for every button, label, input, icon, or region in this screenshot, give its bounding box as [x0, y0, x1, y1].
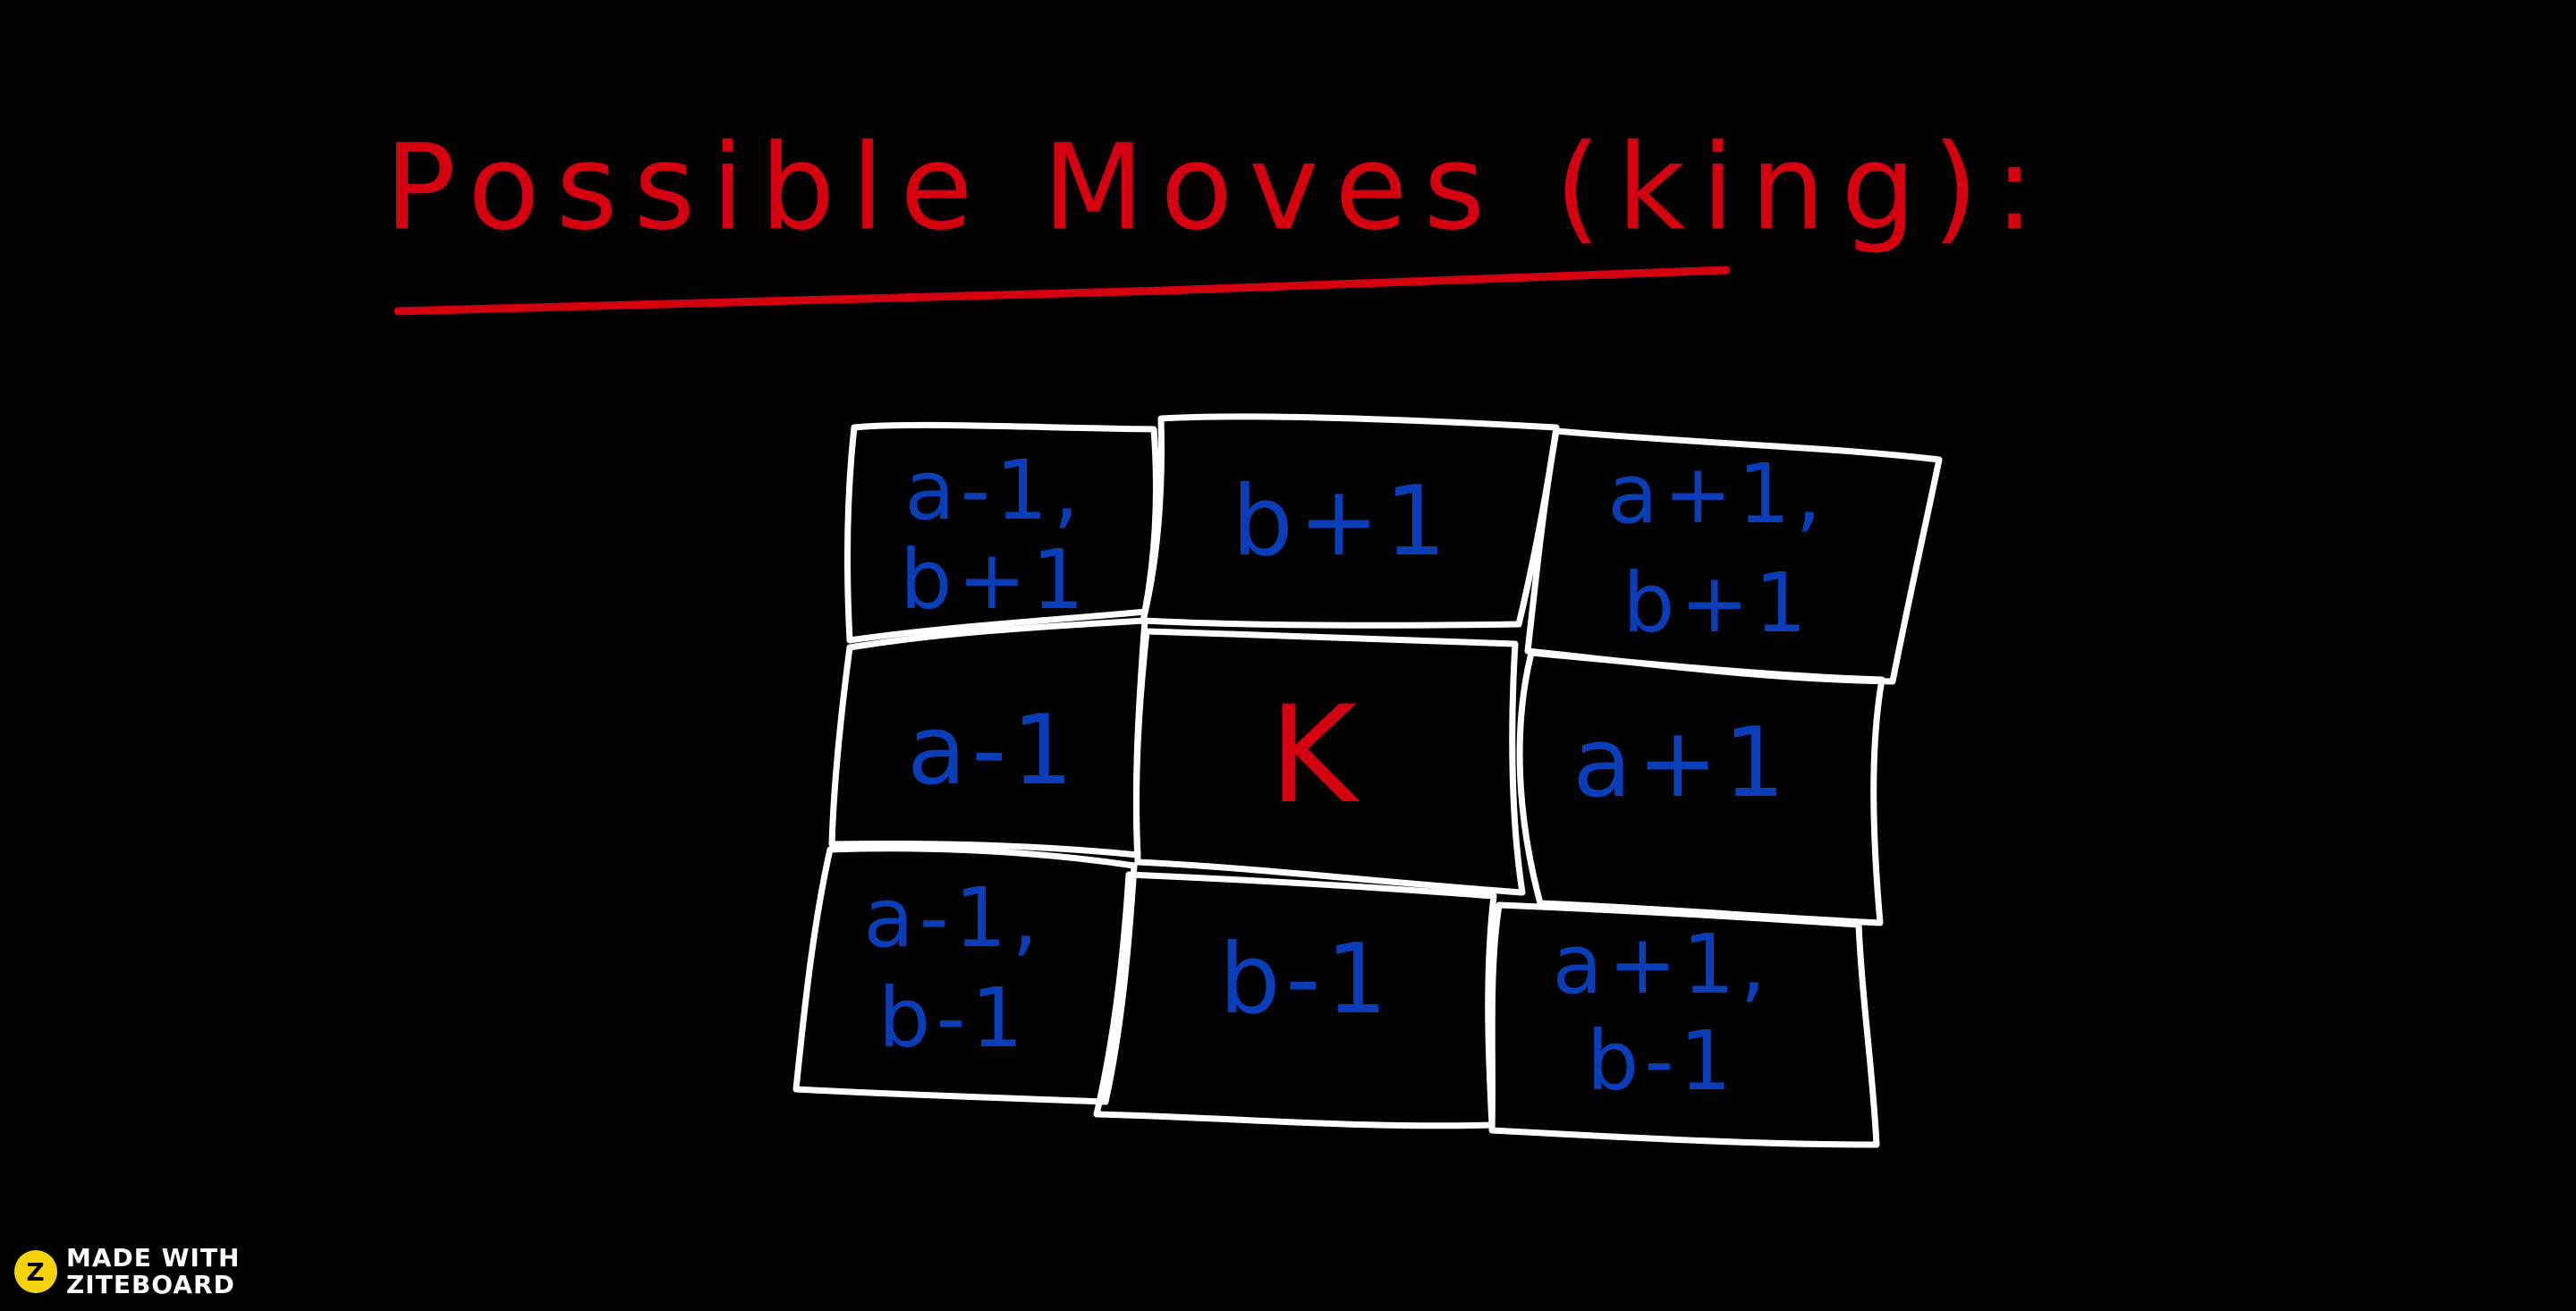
page-title: Possible Moves (king):: [385, 119, 2050, 257]
cell-label-top-right-line2: b+1: [1623, 555, 1812, 651]
title-underline: [394, 266, 1731, 316]
cell-label-top-left-line1: a-1,: [904, 443, 1084, 538]
grid-labels: a-1, b+1 b+1 a+1, b+1 a-1 K a+1 a-1, b-1…: [863, 443, 1826, 1109]
ziteboard-logo[interactable]: Z MADE WITH ZITEBOARD: [14, 1243, 241, 1299]
cell-label-top-center: b+1: [1232, 466, 1452, 578]
grid-cell-bottom-right: [1488, 901, 1880, 1148]
cell-label-bottom-left-line2: b-1: [878, 970, 1029, 1066]
grid-cell-top-right: [1524, 427, 1943, 685]
cell-label-bottom-left-line1: a-1,: [863, 870, 1043, 966]
grid-cell-bottom-left: [792, 845, 1138, 1105]
cell-label-king: K: [1269, 678, 1360, 833]
cell-label-middle-right: a+1: [1572, 707, 1790, 819]
logo-line-made-with: MADE WITH: [66, 1243, 241, 1273]
cell-label-middle-left: a-1: [907, 695, 1079, 807]
grid-cell-middle-center: [1132, 628, 1526, 896]
logo-badge-letter: Z: [26, 1257, 45, 1287]
cell-label-bottom-right-line2: b-1: [1587, 1013, 1737, 1109]
cell-label-bottom-right-line1: a+1,: [1552, 917, 1771, 1012]
cell-label-bottom-center: b-1: [1219, 924, 1393, 1036]
grid-cell-middle-right: [1516, 649, 1885, 926]
cell-label-top-left-line2: b+1: [900, 532, 1089, 628]
king-moves-grid: [792, 413, 1943, 1148]
logo-line-ziteboard: ZITEBOARD: [66, 1270, 235, 1299]
ziteboard-logo-icon: [14, 1250, 57, 1293]
cell-label-top-right-line1: a+1,: [1607, 446, 1826, 542]
grid-cell-top-center: [1140, 413, 1560, 629]
